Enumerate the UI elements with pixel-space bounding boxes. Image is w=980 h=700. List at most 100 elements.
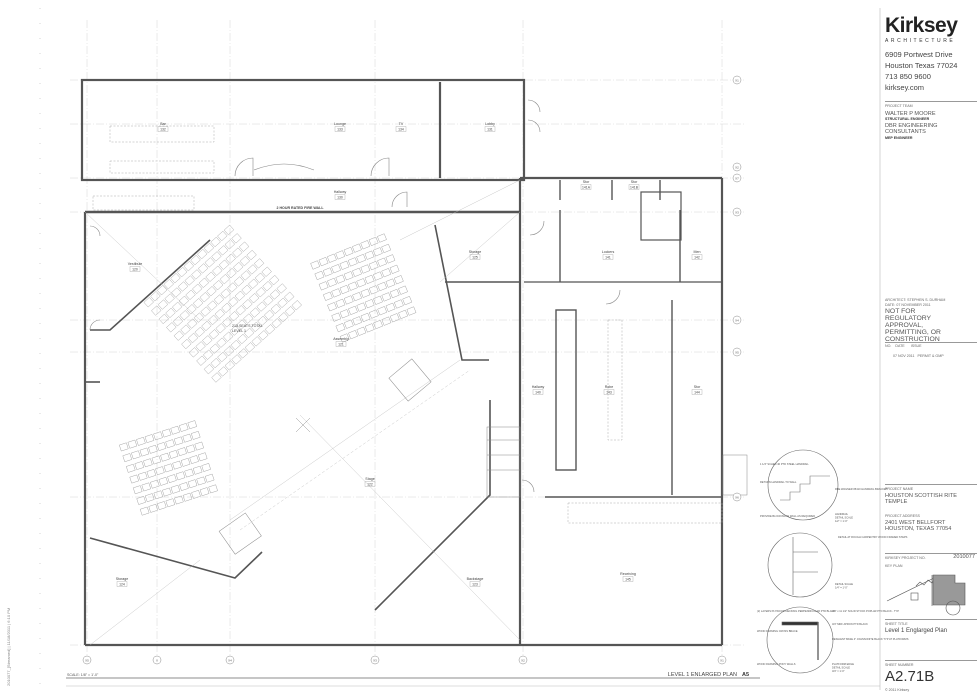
seat bbox=[201, 463, 211, 472]
seat bbox=[153, 431, 163, 441]
seat bbox=[368, 309, 379, 319]
seat bbox=[219, 274, 230, 285]
seat bbox=[218, 366, 229, 377]
seat bbox=[373, 295, 383, 305]
fire-wall-note: 2 HOUR RATED FIRE WALL bbox=[276, 206, 324, 210]
room-number: 145 bbox=[625, 578, 631, 582]
seat bbox=[146, 469, 157, 478]
seat bbox=[277, 297, 288, 308]
divider bbox=[885, 342, 977, 343]
stage-lines bbox=[84, 179, 521, 646]
seat bbox=[381, 316, 392, 326]
detail-caption: DETAIL SCALE bbox=[835, 582, 853, 586]
seat bbox=[244, 342, 256, 353]
room-name: Hallway bbox=[532, 385, 545, 389]
grid-bubble: X2 bbox=[732, 162, 742, 172]
seat bbox=[196, 476, 206, 486]
seat bbox=[178, 295, 189, 306]
issues-header: NO. DATE ISSUE bbox=[885, 344, 977, 348]
room-number-box bbox=[364, 481, 376, 487]
room-number-box bbox=[532, 389, 544, 395]
seat bbox=[177, 447, 187, 457]
seat bbox=[207, 314, 219, 326]
stairs bbox=[218, 358, 748, 555]
seat bbox=[322, 267, 333, 277]
detail-circles bbox=[766, 449, 839, 674]
seat bbox=[255, 287, 266, 298]
detail-note: PROVIDE BLOCKING IN WALL AS REQUIRED bbox=[760, 514, 815, 518]
seat bbox=[364, 299, 375, 309]
room-number: 124 bbox=[119, 583, 125, 587]
seat bbox=[360, 240, 371, 250]
seat bbox=[216, 337, 227, 348]
seat bbox=[398, 309, 408, 319]
grid-bubble-label: X5 bbox=[85, 658, 89, 662]
seat bbox=[194, 441, 204, 451]
seat bbox=[189, 455, 199, 464]
issues-header-no: NO. bbox=[885, 344, 892, 348]
seat bbox=[184, 275, 195, 286]
regulatory-notice: NOT FOR REGULATORY APPROVAL, PERMITTING,… bbox=[885, 308, 941, 343]
seat bbox=[129, 474, 139, 484]
seat bbox=[263, 295, 274, 306]
room-name: Lockers bbox=[602, 250, 615, 254]
seat bbox=[364, 323, 375, 333]
seat bbox=[284, 291, 295, 302]
seat-block bbox=[310, 233, 417, 343]
seat bbox=[194, 326, 205, 338]
grid-bubble: X4 bbox=[732, 315, 742, 325]
seat bbox=[236, 319, 247, 330]
architect-label: ARCHITECT: bbox=[885, 298, 907, 302]
seat bbox=[170, 425, 180, 435]
seat bbox=[208, 329, 220, 340]
detail-notes: 1 1/4" SCHED 40 PTD STEEL HANDRAILRETURN… bbox=[757, 462, 909, 673]
seat bbox=[231, 233, 242, 244]
grid-bubble-label: X4 bbox=[735, 318, 739, 322]
grid-bubble-label: X2 bbox=[735, 165, 739, 169]
room-name: Hallway bbox=[334, 190, 347, 194]
firm-website[interactable]: kirksey.com bbox=[885, 83, 925, 92]
seat bbox=[238, 241, 250, 252]
detail-caption: 3/4" = 1'-0" bbox=[832, 669, 845, 673]
room-number: 142 bbox=[694, 256, 700, 260]
seat bbox=[248, 278, 259, 289]
seat bbox=[271, 318, 282, 329]
grid-bubble: X7 bbox=[732, 173, 742, 183]
room-number: 125 bbox=[472, 256, 478, 260]
firm-logo-sub: ARCHITECTURE bbox=[885, 38, 956, 44]
seat bbox=[223, 224, 235, 236]
room-name: Receiving bbox=[620, 572, 636, 576]
architect-name: STEPHEN S. DURHAM bbox=[907, 298, 946, 302]
seat bbox=[372, 247, 383, 257]
room-number: 133 bbox=[337, 128, 343, 132]
room-number-box bbox=[602, 254, 614, 260]
room-number-box bbox=[157, 126, 169, 132]
seat bbox=[264, 309, 275, 320]
seat bbox=[182, 433, 192, 443]
seat bbox=[402, 296, 413, 306]
seat bbox=[240, 270, 251, 281]
seat bbox=[211, 372, 222, 383]
seat bbox=[171, 287, 182, 298]
room-number-box bbox=[116, 581, 128, 587]
detail-note: WOOD FRAMING CROSS BRACE bbox=[757, 629, 798, 633]
seat bbox=[210, 357, 221, 369]
seat bbox=[352, 267, 362, 277]
seat bbox=[356, 253, 366, 264]
seat bbox=[187, 318, 198, 329]
seat bbox=[385, 254, 396, 264]
room-number-box bbox=[580, 184, 592, 190]
seat bbox=[347, 257, 358, 267]
drawing-title: LEVEL 1 ENLARGED PLAN bbox=[668, 672, 737, 678]
seat bbox=[127, 439, 138, 449]
seat bbox=[270, 303, 281, 314]
room-name: Lounge bbox=[334, 122, 346, 126]
grid-bubble-label: X1 bbox=[735, 78, 739, 82]
seat bbox=[184, 468, 194, 478]
seat bbox=[173, 330, 184, 341]
seat bbox=[174, 495, 184, 505]
